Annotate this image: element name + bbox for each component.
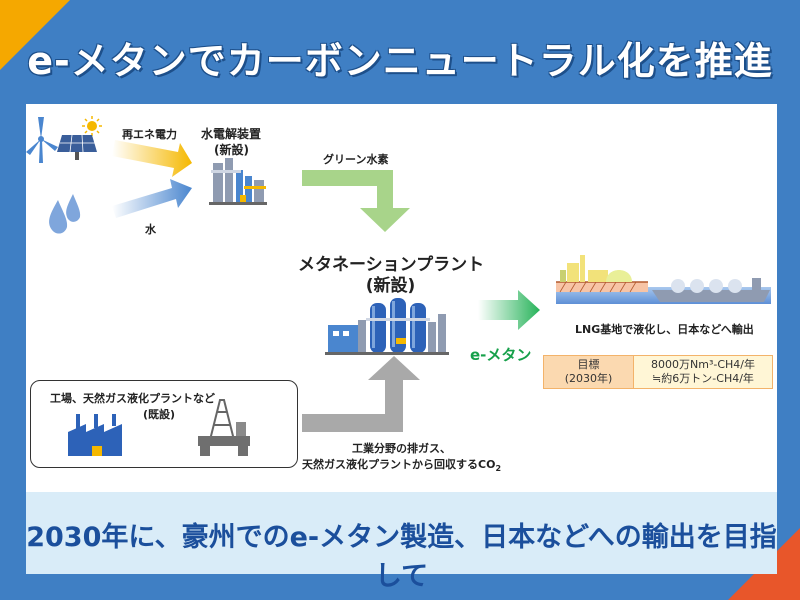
target-value-volume: 8000万Nm³-CH4/年	[651, 358, 755, 371]
target-value-mass: ≒約6万トン-CH4/年	[652, 372, 754, 385]
power-arrow	[112, 140, 192, 177]
water-arrow	[112, 179, 192, 218]
exhaust-label-line1: 工業分野の排ガス、	[352, 442, 451, 455]
target-value-cell: 8000万Nm³-CH4/年 ≒約6万トン-CH4/年	[633, 355, 773, 389]
target-label: 目標	[577, 358, 600, 371]
e-methane-label: e-メタン	[470, 346, 532, 364]
methanation-plant-status: (新設)	[365, 276, 416, 296]
co2-subscript: 2	[495, 464, 502, 474]
target-table: 目標 (2030年) 8000万Nm³-CH4/年 ≒約6万トン-CH4/年	[543, 355, 773, 389]
methanation-plant-icon	[325, 298, 449, 355]
green-hydrogen-label: グリーン水素	[323, 153, 389, 166]
wind-turbine-icon	[26, 117, 58, 163]
gas-plant-icon	[198, 399, 250, 456]
existing-facilities-label: 工場、天然ガス液化プラントなど	[50, 392, 215, 405]
solar-panel-icon	[57, 134, 97, 160]
existing-facilities-status: (既設)	[143, 408, 176, 421]
electrolyzer-label: 水電解装置	[201, 127, 262, 141]
lng-ship-icon	[652, 278, 770, 302]
co2-arrow	[302, 356, 420, 432]
bottom-band	[26, 492, 777, 574]
electrolyzer-icon	[209, 158, 267, 205]
bottom-caption: 2030年に、豪州でのe-メタン製造、日本などへの輸出を目指して	[26, 522, 777, 592]
factory-icon	[68, 414, 122, 456]
corner-accent-top-left	[0, 0, 70, 70]
sun-icon	[82, 116, 102, 136]
lng-export-label: LNG基地で液化し、日本などへ輸出	[575, 323, 754, 336]
exhaust-label-line2: 天然ガス液化プラントから回収するCO2	[302, 456, 501, 473]
page-title: e-メタンでカーボンニュートラル化を推進	[27, 39, 773, 83]
water-drops-icon	[49, 194, 81, 234]
renewable-power-label: 再エネ電力	[122, 128, 177, 141]
target-label-cell: 目標 (2030年)	[543, 355, 634, 389]
target-year: (2030年)	[564, 372, 613, 385]
methanation-plant-label: メタネーションプラント	[298, 255, 485, 275]
green-hydrogen-arrow	[302, 170, 410, 232]
water-label: 水	[145, 223, 156, 236]
electrolyzer-status: (新設)	[214, 143, 249, 157]
exhaust-label-text: 天然ガス液化プラントから回収するCO	[302, 458, 496, 471]
e-methane-arrow	[478, 290, 540, 330]
